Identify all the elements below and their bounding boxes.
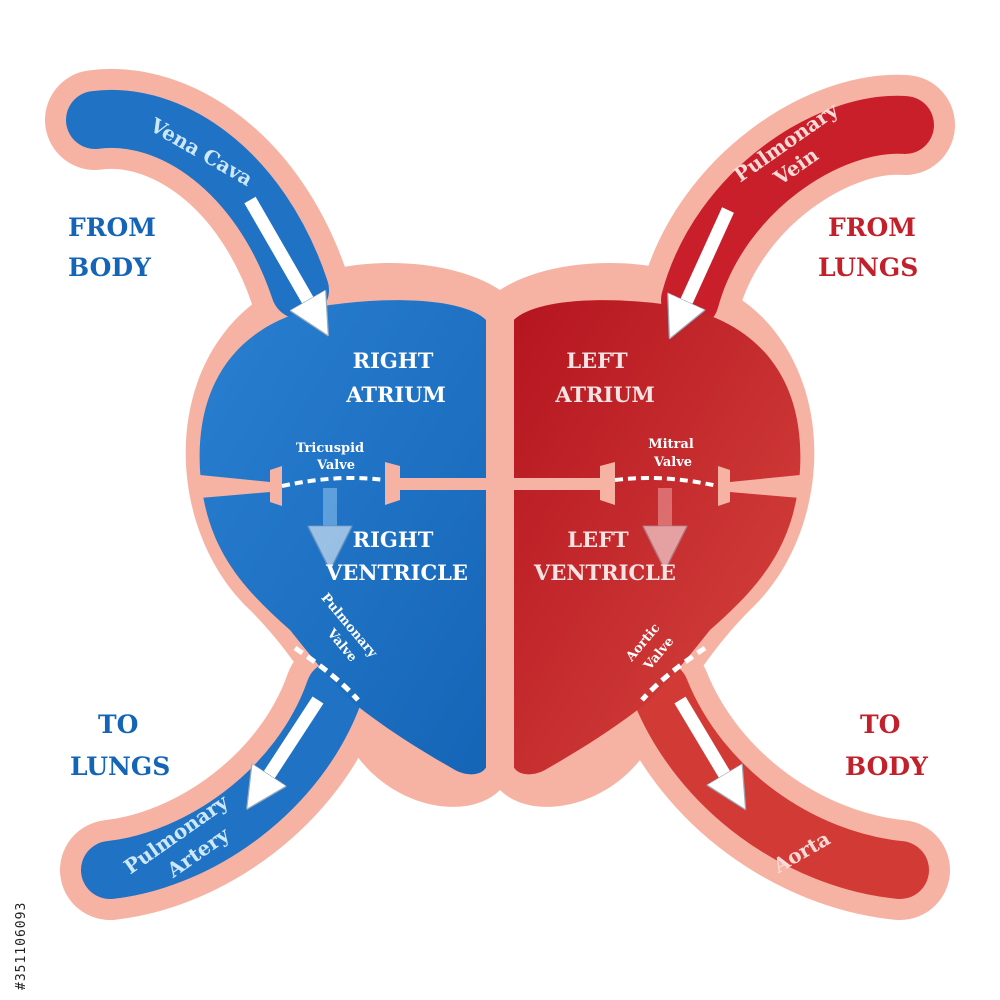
from-body-line2: BODY (68, 253, 152, 282)
left-ventricle-line1: LEFT (567, 527, 629, 552)
av-ridge-right (718, 466, 800, 506)
flow-arrows (244, 196, 735, 792)
to-body-line2: BODY (845, 752, 929, 781)
tricuspid-label-line2: Valve (316, 458, 355, 473)
stock-id-text: #351106093 (14, 902, 29, 990)
vena-cava-arrow (244, 196, 318, 318)
side-labels: FROM BODY FROM LUNGS TO LUNGS TO BODY (68, 213, 929, 781)
stock-id-watermark: #351106093 (14, 902, 29, 990)
right-ventricle-line2: VENTRICLE (325, 560, 468, 585)
av-ridge (200, 466, 282, 506)
mitral-label-line2: Valve (653, 455, 692, 470)
to-lungs-line2: LUNGS (70, 752, 170, 781)
left-atrium-line1: LEFT (566, 348, 628, 373)
mitral-valve (614, 476, 719, 488)
right-ventricle-line1: RIGHT (353, 527, 434, 552)
from-lungs-line2: LUNGS (818, 253, 918, 282)
aorta-lumen (631, 661, 929, 899)
interventricular-septum (486, 305, 514, 785)
right-atrium-line1: RIGHT (353, 348, 434, 373)
pulmonary-vein-arrow (678, 207, 734, 320)
left-ventricle-line2: VENTRICLE (533, 560, 676, 585)
av-ridge-center (385, 462, 615, 505)
pulmonary-artery-lumen (81, 661, 364, 899)
left-atrium-line2: ATRIUM (554, 382, 655, 407)
mitral-label-line1: Mitral (648, 437, 694, 452)
pulmonary-artery-arrow (258, 696, 324, 792)
from-lungs-line1: FROM (828, 213, 916, 242)
chamber-labels: RIGHT ATRIUM LEFT ATRIUM RIGHT VENTRICLE… (325, 348, 676, 585)
aorta-arrow (674, 696, 735, 792)
to-body-line1: TO (860, 710, 900, 739)
valves (281, 476, 719, 702)
from-body-line1: FROM (68, 213, 156, 242)
tricuspid-valve (281, 476, 386, 488)
aortic-valve (640, 645, 707, 702)
to-lungs-line1: TO (98, 710, 138, 739)
pulmonary-valve (293, 645, 360, 702)
right-atrium-line2: ATRIUM (345, 382, 446, 407)
septum (200, 305, 800, 785)
tricuspid-label-line1: Tricuspid (296, 441, 364, 456)
